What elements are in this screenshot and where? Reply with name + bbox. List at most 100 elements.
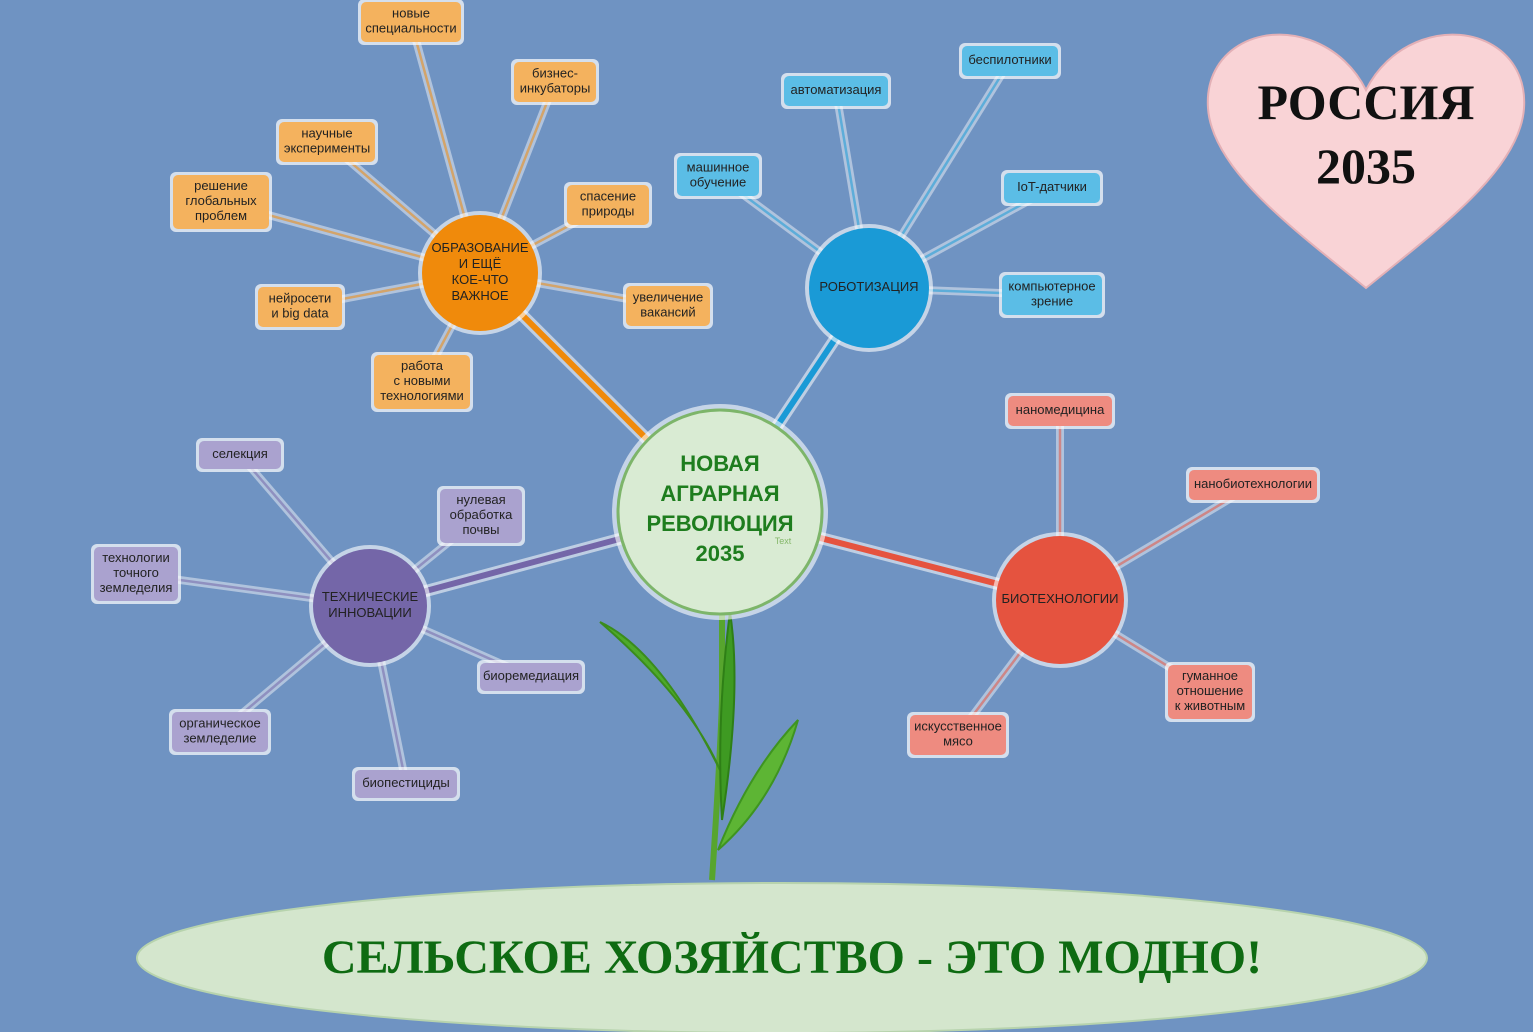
item-label-line: компьютерное: [1008, 279, 1095, 294]
item-label-line: почвы: [462, 522, 499, 537]
item-bio-0: наномедицина: [1005, 393, 1115, 429]
item-label: селекция: [212, 446, 268, 461]
hub-label-education-line: КОЕ-ЧТО: [452, 272, 509, 287]
item-label: беспилотники: [968, 52, 1051, 67]
item-robotics-0: автоматизация: [781, 73, 891, 109]
hub-label-education-line: ВАЖНОЕ: [451, 288, 508, 303]
hub-label-bio-line: БИОТЕХНОЛОГИИ: [1002, 591, 1119, 606]
hub-education: [422, 215, 538, 331]
item-label-line: отношение: [1177, 683, 1244, 698]
item-label-line: земледелие: [184, 731, 257, 746]
item-label-line: биоремедиация: [483, 668, 579, 683]
item-label-line: специальности: [365, 21, 456, 36]
item-box: [480, 663, 582, 691]
item-label-line: гуманное: [1182, 668, 1238, 683]
hub-bio: [996, 536, 1124, 664]
heart-title-line: 2035: [1316, 138, 1416, 194]
item-tech-0: селекция: [196, 438, 284, 472]
hub-label-tech-line: ИННОВАЦИИ: [328, 605, 411, 620]
item-box: [567, 185, 649, 225]
item-box: [172, 712, 268, 752]
item-label-line: увеличение: [633, 290, 704, 305]
item-tech-3: биоремедиация: [477, 660, 585, 694]
item-box: [910, 715, 1006, 755]
item-label-line: технологии: [102, 550, 170, 565]
item-label: IoT-датчики: [1017, 179, 1087, 194]
center-title-line: РЕВОЛЮЦИЯ: [646, 511, 793, 536]
item-box: [94, 547, 178, 601]
hub-label-robotics: РОБОТИЗАЦИЯ: [819, 279, 918, 294]
item-label-line: органическое: [179, 716, 260, 731]
item-label-line: и big data: [271, 306, 329, 321]
item-label-line: обработка: [450, 507, 513, 522]
item-label-line: инкубаторы: [520, 81, 591, 96]
item-label-line: глобальных: [185, 193, 257, 208]
item-label-line: точного: [113, 565, 159, 580]
item-box: [279, 122, 375, 162]
item-label-line: искусственное: [914, 719, 1002, 734]
item-label-line: решение: [194, 178, 248, 193]
item-box: [1004, 173, 1100, 203]
item-label-line: зрение: [1031, 294, 1073, 309]
item-label-line: машинное: [687, 160, 750, 175]
hub-tech: [313, 549, 427, 663]
item-label-line: обучение: [690, 175, 747, 190]
item-label: автоматизация: [791, 82, 882, 97]
ground-ellipse: [136, 882, 1428, 1032]
item-box: [440, 489, 522, 543]
item-label-line: научные: [301, 126, 352, 141]
item-label-line: нанобиотехнологии: [1194, 476, 1312, 491]
item-label-line: автоматизация: [791, 82, 882, 97]
item-box: [626, 286, 710, 326]
hub-label-education-line: ОБРАЗОВАНИЕ: [431, 240, 528, 255]
item-label-line: селекция: [212, 446, 268, 461]
leaf-right: [717, 719, 799, 851]
leaf-left: [599, 621, 721, 771]
item-label: биоремедиация: [483, 668, 579, 683]
item-box: [1189, 470, 1317, 500]
item-label-line: земледелия: [100, 580, 173, 595]
item-label-line: биопестициды: [362, 775, 450, 790]
hub-label-bio: БИОТЕХНОЛОГИИ: [1002, 591, 1119, 606]
center-title-line: 2035: [696, 541, 745, 566]
item-label-line: нулевая: [456, 492, 505, 507]
item-label-line: технологиями: [380, 388, 464, 403]
plant-icon: [599, 608, 799, 881]
item-label-line: спасение: [580, 189, 636, 204]
item-label-line: работа: [401, 358, 444, 373]
item-box: [199, 441, 281, 469]
slogan: СЕЛЬСКОЕ ХОЗЯЙСТВО - ЭТО МОДНО!: [322, 931, 1262, 984]
center-title-line: НОВАЯ: [680, 451, 760, 476]
item-label-line: эксперименты: [284, 141, 370, 156]
hub-label-robotics-line: РОБОТИЗАЦИЯ: [819, 279, 918, 294]
